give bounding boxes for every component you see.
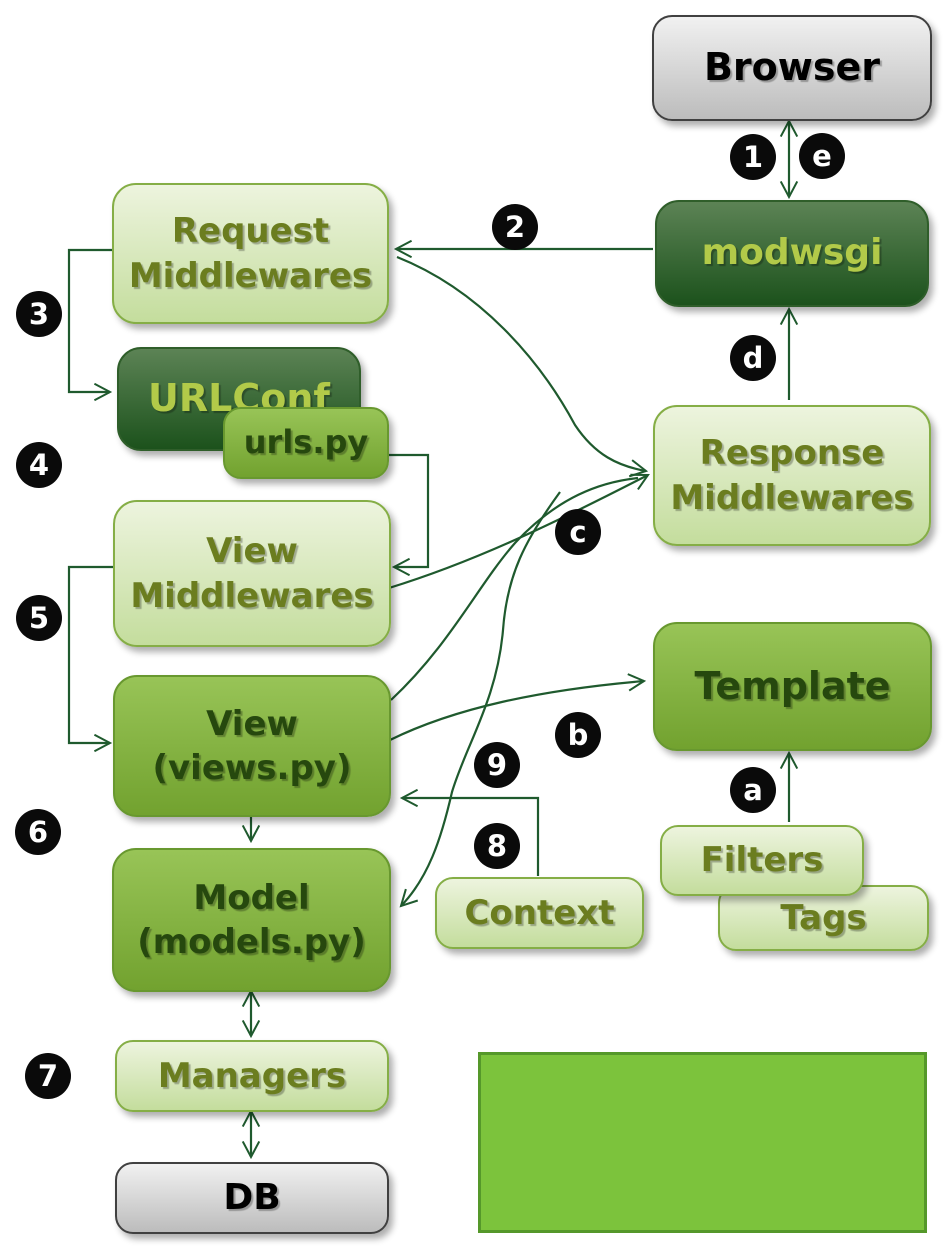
arrow-4-urlspy-view-middlewares <box>386 453 430 577</box>
badge-step-8: 8 <box>474 823 520 869</box>
node-tags: Tags <box>718 885 929 951</box>
badge-step-d: d <box>730 335 776 381</box>
arrow-c-view-response-middlewares <box>390 476 639 701</box>
node-model: Model (models.py) <box>112 848 391 992</box>
badge-step-9: 9 <box>474 742 520 788</box>
node-context: Context <box>435 877 644 949</box>
arrow-c-request-middlewares-response-middlewares <box>396 255 649 478</box>
badge-step-3: 3 <box>16 291 62 337</box>
node-view: View (views.py) <box>113 675 391 817</box>
node-request-middlewares: Request Middlewares <box>112 183 389 324</box>
badge-step-1: 1 <box>730 134 776 180</box>
badge-step-6: 6 <box>15 809 61 855</box>
badge-step-c: c <box>555 509 601 555</box>
node-urls-py: urls.py <box>223 407 389 479</box>
badge-step-b: b <box>555 712 601 758</box>
node-managers: Managers <box>115 1040 389 1112</box>
badge-step-4: 4 <box>16 442 62 488</box>
node-view-middlewares: View Middlewares <box>113 500 391 647</box>
legend: Your code Extendable External Django <box>478 1052 927 1233</box>
node-browser: Browser <box>652 15 932 121</box>
arrow-3-request-middlewares-urlconf <box>67 248 113 402</box>
arrow-b-view-template <box>389 673 647 741</box>
badge-step-7: 7 <box>25 1053 71 1099</box>
node-template: Template <box>653 622 932 751</box>
node-db: DB <box>115 1162 389 1234</box>
badge-step-2: 2 <box>492 204 538 250</box>
node-response-middlewares: Response Middlewares <box>653 405 931 546</box>
arrow-c-view-middlewares-response-middlewares <box>388 473 650 590</box>
badge-step-5: 5 <box>16 595 62 641</box>
node-modwsgi: modwsgi <box>655 200 929 307</box>
badge-step-a: a <box>730 767 776 813</box>
node-filters: Filters <box>660 825 864 896</box>
arrow-5-view-middlewares-view <box>67 565 113 753</box>
badge-step-e: e <box>799 133 845 179</box>
